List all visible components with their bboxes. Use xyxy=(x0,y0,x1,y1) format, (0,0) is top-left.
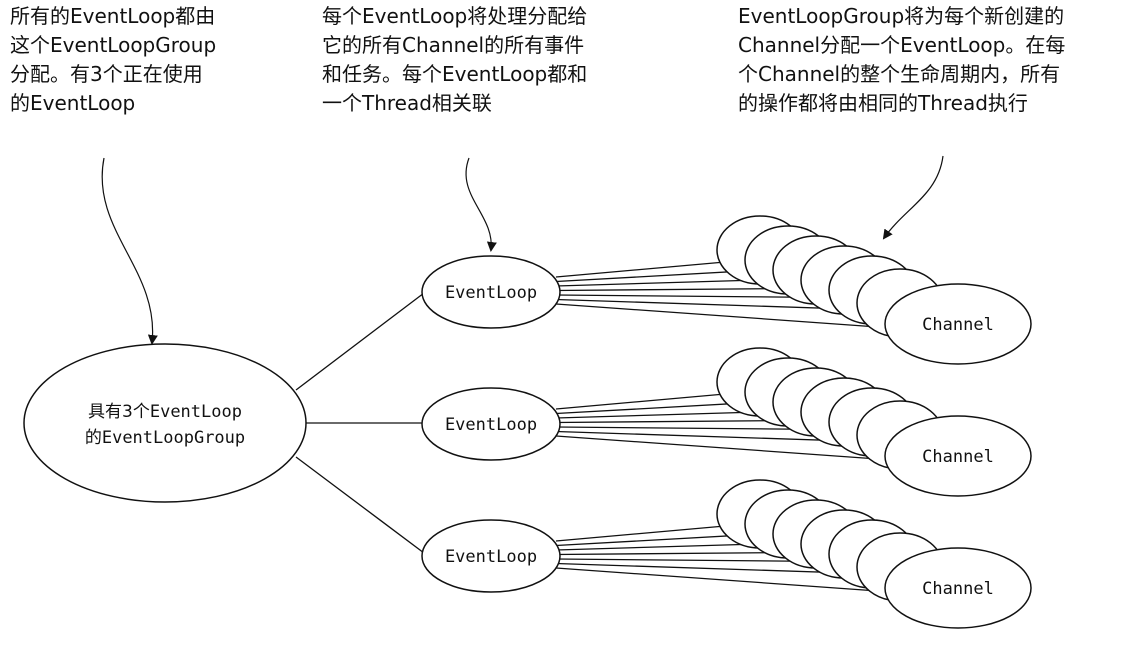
channel-ellipse xyxy=(884,283,1032,365)
annotation-line: 个Channel的整个生命周期内，所有 xyxy=(738,62,1061,86)
annotation-line: 每个EventLoop将处理分配给 xyxy=(322,4,588,28)
channel-ellipse xyxy=(884,547,1032,629)
event-loop-label: EventLoop xyxy=(445,283,537,303)
event-loop-label: EventLoop xyxy=(445,547,537,567)
event-loop-clusters: CCCCCCChannelEventLoopCCCCCCChannelEvent… xyxy=(421,215,1032,629)
annotation-arrow-group xyxy=(101,157,158,345)
channel-label: Channel xyxy=(922,447,994,467)
event-loop-ellipse xyxy=(421,519,561,593)
event-loop-ellipse xyxy=(421,255,561,329)
event-loop-cluster: CCCCCCChannelEventLoop xyxy=(421,347,1032,497)
annotation-line: 它的所有Channel的所有事件 xyxy=(322,33,585,57)
annotation-arrow-loop xyxy=(465,157,497,252)
channel-ellipse xyxy=(884,415,1032,497)
event-loop-group-label-line1: 具有3个EventLoop xyxy=(88,402,242,422)
event-loop-group-ellipse xyxy=(23,343,307,503)
channel-label: Channel xyxy=(922,315,994,335)
annotation-line: 的操作都将由相同的Thread执行 xyxy=(738,91,1028,115)
event-loop-ellipse xyxy=(421,387,561,461)
event-loop-cluster: CCCCCCChannelEventLoop xyxy=(421,479,1032,629)
annotation-line: EventLoopGroup将为每个新创建的 xyxy=(738,4,1065,28)
annotation-event-loop-group: 所有的EventLoop都由 这个EventLoopGroup 分配。有3个正在… xyxy=(10,2,216,118)
event-loop-label: EventLoop xyxy=(445,415,537,435)
annotation-event-loop: 每个EventLoop将处理分配给 它的所有Channel的所有事件 和任务。每… xyxy=(322,2,587,118)
annotation-channel: EventLoopGroup将为每个新创建的 Channel分配一个EventL… xyxy=(738,2,1065,118)
group-link xyxy=(295,456,429,557)
annotation-arrow-channel xyxy=(882,155,944,240)
annotation-line: 所有的EventLoop都由 xyxy=(10,4,216,28)
annotation-line: 分配。有3个正在使用 xyxy=(10,62,203,86)
event-loop-cluster: CCCCCCChannelEventLoop xyxy=(421,215,1032,365)
group-link xyxy=(295,289,429,391)
annotation-line: Channel分配一个EventLoop。在每 xyxy=(738,33,1066,57)
annotation-line: 的EventLoop xyxy=(10,91,136,115)
event-loop-group-label-line2: 的EventLoopGroup xyxy=(85,428,245,448)
annotation-line: 这个EventLoopGroup xyxy=(10,33,217,57)
event-loop-group-node: 具有3个EventLoop 的EventLoopGroup xyxy=(23,343,307,503)
annotation-line: 和任务。每个EventLoop都和 xyxy=(322,62,588,86)
channel-label: Channel xyxy=(922,579,994,599)
annotation-line: 一个Thread相关联 xyxy=(322,91,492,115)
